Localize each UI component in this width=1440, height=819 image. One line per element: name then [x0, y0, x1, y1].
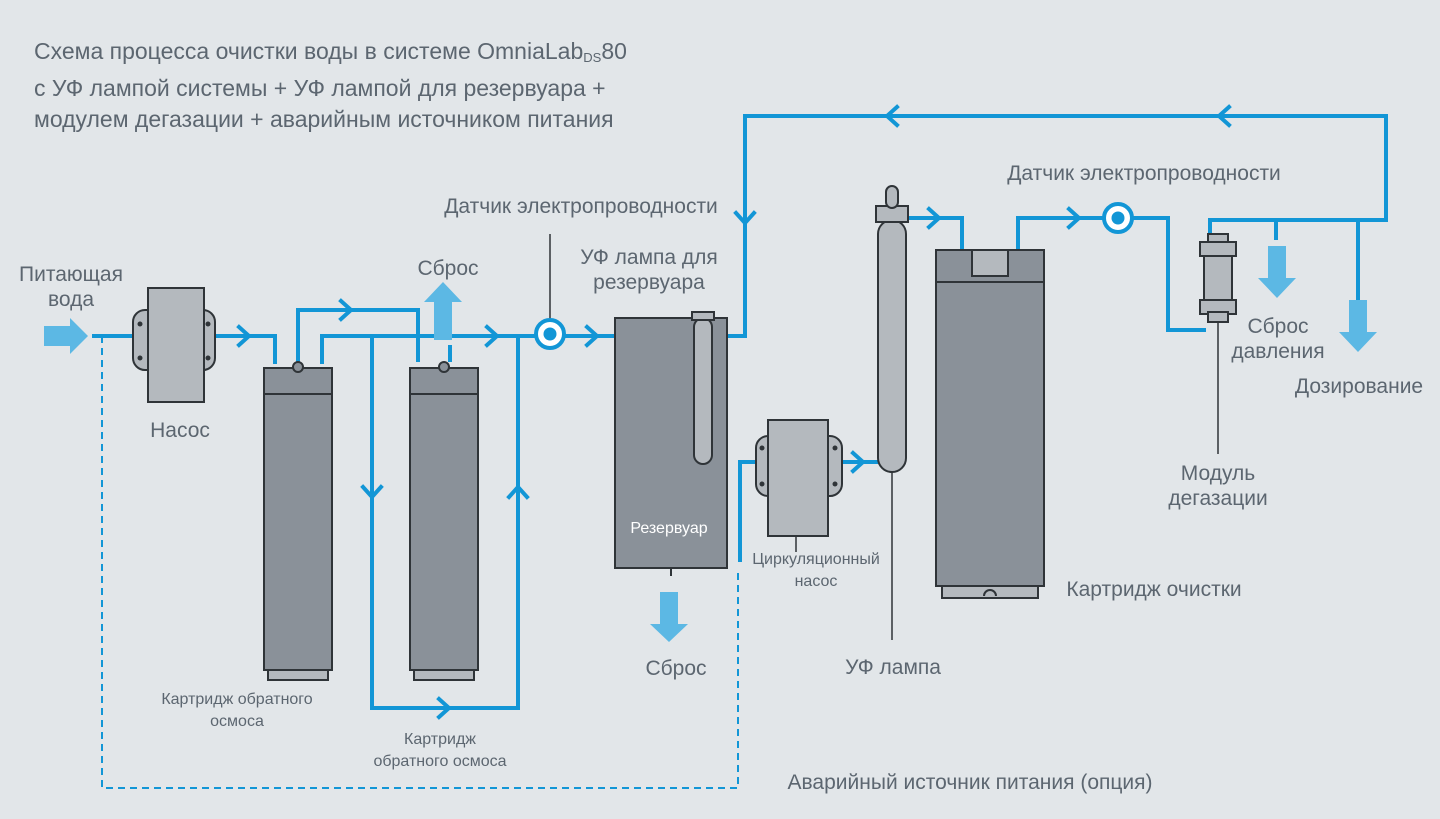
label-feed-water: Питающая вода: [14, 262, 128, 312]
label-circulation-pump: Циркуляционный насос: [744, 549, 888, 593]
label-ro-cartridge-1: Картридж обратного осмоса: [142, 689, 332, 733]
title-line-1: Схема процесса очистки воды в системе Om…: [34, 36, 627, 73]
feed-pump: [132, 287, 216, 403]
conductivity-sensor-1: [534, 234, 566, 350]
label-tank-uv-lamp: УФ лампа для резервуара: [572, 245, 726, 295]
reject-down-arrow: [650, 592, 688, 642]
backup-power-line: [101, 336, 739, 789]
label-dispensing: Дозирование: [1294, 375, 1424, 398]
label-reservoir: Резервуар: [630, 520, 708, 537]
title-line-1-sub: DS: [583, 50, 602, 65]
label-ro-cartridge-2: Картридж обратного осмоса: [352, 729, 528, 773]
label-ro-cartridge-1-line-2: осмоса: [210, 713, 264, 730]
label-uv-lamp: УФ лампа: [845, 656, 941, 679]
uv-lamp: [875, 185, 909, 640]
diagram-title: Схема процесса очистки воды в системе Om…: [34, 36, 627, 135]
title-line-1-suffix: 80: [601, 38, 627, 64]
label-tank-uv-lamp-line-1: УФ лампа для: [580, 246, 718, 269]
polishing-cartridge: [935, 249, 1045, 599]
label-tank-uv-lamp-line-2: резервуара: [593, 271, 705, 294]
title-line-1-prefix: Схема процесса очистки воды в системе Om…: [34, 38, 584, 64]
reject-up-arrow: [424, 282, 462, 340]
title-line-2: с УФ лампой системы + УФ лампой для резе…: [34, 75, 606, 101]
label-pressure-relief-line-2: давления: [1231, 340, 1325, 363]
flow-arrows: [237, 105, 1231, 719]
label-degassing-module-line-2: дегазации: [1168, 487, 1268, 510]
label-pressure-relief: Сброс давления: [1222, 314, 1334, 364]
dispensing-arrow: [1339, 300, 1377, 352]
label-reject-bottom: Сброс: [645, 657, 707, 680]
title-line-3: модулем дегазации + аварийным источником…: [34, 106, 614, 132]
label-polishing-cartridge: Картридж очистки: [1066, 578, 1242, 601]
label-ro-cartridge-2-line-1: Картридж: [404, 731, 476, 748]
label-pressure-relief-line-1: Сброс: [1247, 315, 1309, 338]
label-feed-water-line-1: Питающая: [19, 263, 123, 286]
conductivity-sensor-2: [1102, 202, 1134, 234]
label-pump: Насос: [150, 419, 210, 442]
feed-water-arrow: [44, 318, 88, 354]
label-conductivity-sensor-2: Датчик электропроводности: [1007, 162, 1281, 185]
pressure-relief-arrow: [1258, 246, 1296, 298]
label-feed-water-line-2: вода: [47, 288, 95, 311]
label-conductivity-sensor-1: Датчик электропроводности: [444, 195, 718, 218]
circulation-pump: [755, 419, 843, 552]
label-ro-cartridge-1-line-1: Картридж обратного: [161, 691, 313, 708]
label-reject-top: Сброс: [417, 257, 479, 280]
label-backup-power: Аварийный источник питания (опция): [787, 771, 1153, 794]
ro-cartridge-2: [409, 361, 479, 681]
label-circulation-pump-line-1: Циркуляционный: [752, 551, 880, 568]
label-degassing-module: Модуль дегазации: [1158, 461, 1278, 511]
reservoir: [614, 311, 728, 576]
label-ro-cartridge-2-line-2: обратного осмоса: [373, 753, 507, 770]
degassing-module: [1199, 233, 1237, 454]
label-circulation-pump-line-2: насос: [794, 573, 838, 590]
ro-cartridge-1: [263, 361, 333, 681]
label-degassing-module-line-1: Модуль: [1180, 462, 1256, 485]
